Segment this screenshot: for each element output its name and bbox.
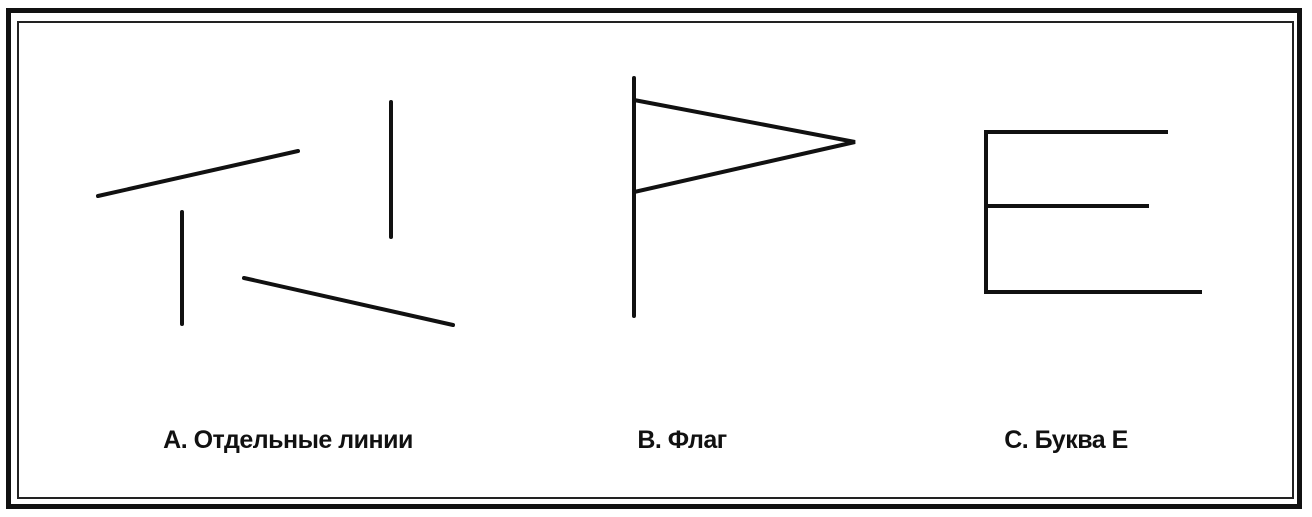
flag-pennant xyxy=(632,98,856,194)
caption-separate-lines: А. Отдельные линии xyxy=(163,426,413,454)
panel-c-letter-e xyxy=(984,130,1202,294)
inner-frame-border xyxy=(17,21,1294,499)
outer-frame-border xyxy=(6,8,1302,509)
panel-b-flag xyxy=(632,76,856,318)
line-a4-slanted-lower xyxy=(242,276,455,327)
caption-letter-e: С. Буква Е xyxy=(1004,426,1128,454)
caption-flag: В. Флаг xyxy=(637,426,727,454)
panel-a-separate-lines xyxy=(96,100,455,327)
line-a1-slanted-upper xyxy=(96,149,300,198)
